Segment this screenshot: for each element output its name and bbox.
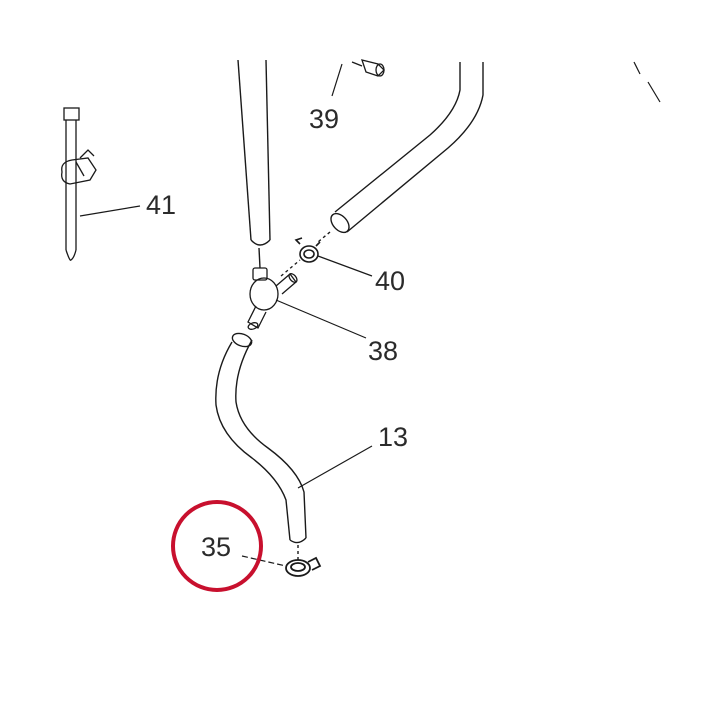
upper-vertical-hose — [237, 59, 271, 269]
edge-lines — [633, 61, 661, 103]
callout-41: 41 — [146, 190, 176, 220]
fitting-part-39 — [351, 59, 385, 77]
callout-38: 38 — [368, 336, 398, 366]
callout-35: 35 — [201, 532, 231, 562]
t-fitting-part-38 — [247, 259, 301, 330]
leader-41 — [79, 205, 141, 217]
upper-right-hose — [317, 62, 484, 243]
clamp-part-35 — [285, 556, 322, 577]
callout-40: 40 — [375, 266, 405, 296]
cable-tie-part-41 — [61, 107, 97, 261]
clamp-part-40 — [294, 237, 321, 263]
hose-part-13 — [215, 332, 307, 562]
leader-38 — [275, 299, 367, 339]
leader-40 — [317, 255, 373, 277]
leader-13 — [297, 445, 373, 489]
highlight-circle — [171, 500, 263, 592]
leader-35 — [241, 555, 287, 567]
leader-39 — [331, 63, 343, 97]
callout-39: 39 — [309, 104, 339, 134]
callout-13: 13 — [378, 422, 408, 452]
leader-lines — [79, 63, 373, 567]
